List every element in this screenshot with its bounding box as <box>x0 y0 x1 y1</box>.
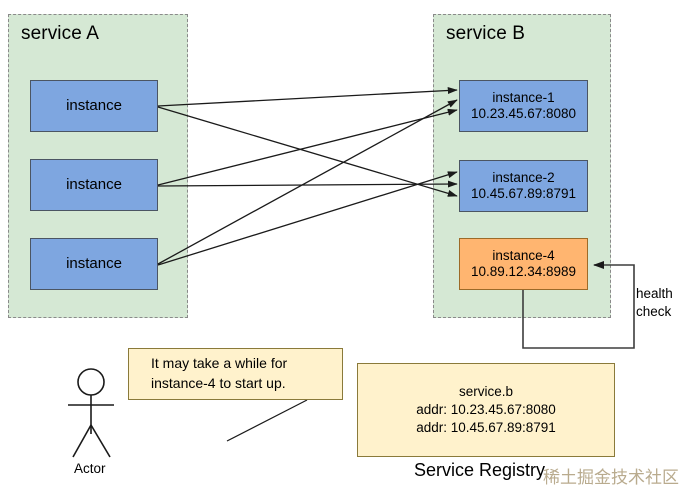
service-registry-caption: Service Registry <box>414 460 545 481</box>
actor-head <box>77 368 105 396</box>
health-check-label: health check <box>636 285 673 321</box>
service-b-instance-4[interactable]: instance-4 10.89.12.34:8989 <box>459 238 588 290</box>
node-address: 10.45.67.89:8791 <box>470 186 577 201</box>
service-b-instance-2[interactable]: instance-2 10.45.67.89:8791 <box>459 160 588 212</box>
watermark-text: 稀土掘金技术社区 <box>543 468 679 488</box>
service-a-instance-2[interactable]: instance <box>30 159 158 211</box>
speech-bubble-line2: instance-4 to start up. <box>151 375 286 391</box>
edge-a3-to-b1 <box>157 99 458 265</box>
watermark: 稀土掘金技术社区 <box>543 463 679 488</box>
service-registry-box[interactable]: service.b addr: 10.23.45.67:8080 addr: 1… <box>357 363 615 457</box>
node-label: instance <box>66 97 122 115</box>
health-check-label-line1: health <box>636 286 673 301</box>
actor-label: Actor <box>74 461 106 476</box>
registry-address-1: addr: 10.23.45.67:8080 <box>416 401 556 417</box>
actor-figure <box>68 368 114 458</box>
service-registry-caption-text: Service Registry <box>414 460 546 480</box>
node-address: 10.23.45.67:8080 <box>470 106 577 121</box>
edge-a2-to-b1 <box>157 108 458 186</box>
node-label: instance <box>66 176 122 194</box>
edge-a1-to-b1 <box>157 86 458 107</box>
registry-address-2: addr: 10.45.67.89:8791 <box>416 420 556 436</box>
service-b-title: service B <box>446 23 526 44</box>
speech-bubble-line1: It may take a while for <box>151 355 288 372</box>
registry-entry-name: service.b <box>458 383 514 399</box>
node-label: instance <box>66 255 122 273</box>
actor-leg-left <box>72 424 92 458</box>
service-a-instance-3[interactable]: instance <box>30 238 158 290</box>
actor-leg-right <box>90 424 111 458</box>
node-label: instance-4 <box>492 248 555 264</box>
node-label: instance-1 <box>492 90 555 106</box>
actor-label-text: Actor <box>74 461 106 476</box>
edge-a1-to-b2 <box>157 106 458 197</box>
service-b-instance-1[interactable]: instance-1 10.23.45.67:8080 <box>459 80 588 132</box>
node-address: 10.89.12.34:8989 <box>470 264 577 279</box>
node-label: instance-2 <box>492 170 555 186</box>
service-a-title: service A <box>21 23 99 44</box>
speech-bubble: It may take a while for instance-4 to st… <box>128 348 343 400</box>
speech-bubble-tail <box>226 399 308 442</box>
edge-a3-to-b2 <box>157 171 458 266</box>
edge-a2-to-b2 <box>157 180 458 188</box>
health-check-label-line2: check <box>636 304 672 320</box>
service-a-instance-1[interactable]: instance <box>30 80 158 132</box>
